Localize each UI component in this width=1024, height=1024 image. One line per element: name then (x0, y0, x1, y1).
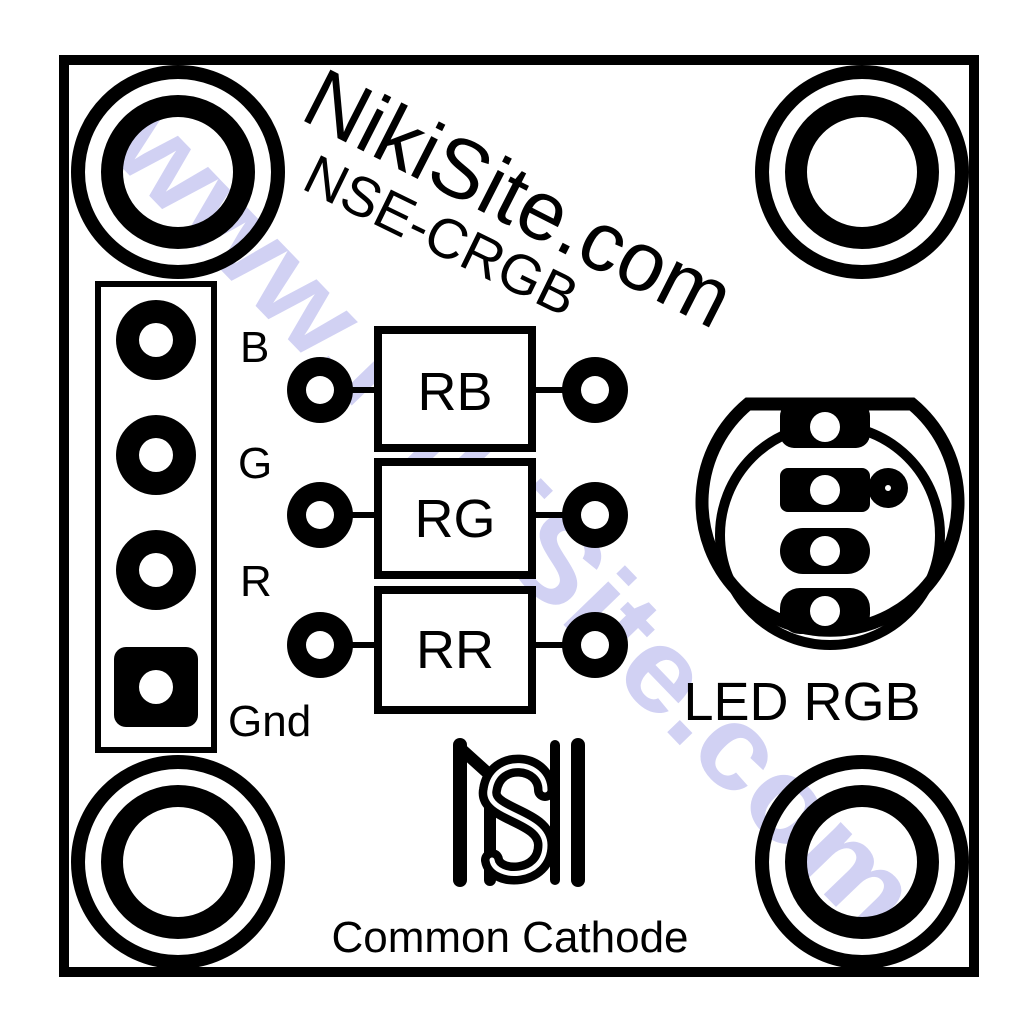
resistor-rr (287, 586, 628, 714)
led-footprint (695, 397, 965, 650)
led-label: LED RGB (683, 672, 920, 732)
resistor-rg (287, 458, 628, 579)
pin-label-b: B (240, 323, 269, 372)
mounting-hole-top-left (71, 65, 285, 279)
footer-label: Common Cathode (331, 913, 688, 962)
pin-label-gnd: Gnd (228, 697, 311, 746)
pin-label-g: G (238, 439, 272, 488)
nsi-logo (453, 738, 585, 887)
mounting-hole-top-right (755, 65, 969, 279)
mounting-hole-bottom-right (755, 755, 969, 969)
pin-header (95, 281, 217, 753)
resistor-label-rr: RR (416, 620, 494, 680)
pin-label-r: R (240, 557, 272, 606)
board-outline (59, 55, 979, 977)
mounting-hole-bottom-left (71, 755, 285, 969)
resistor-rb (287, 326, 628, 452)
resistor-label-rb: RB (417, 362, 492, 422)
resistor-label-rg: RG (415, 489, 496, 549)
